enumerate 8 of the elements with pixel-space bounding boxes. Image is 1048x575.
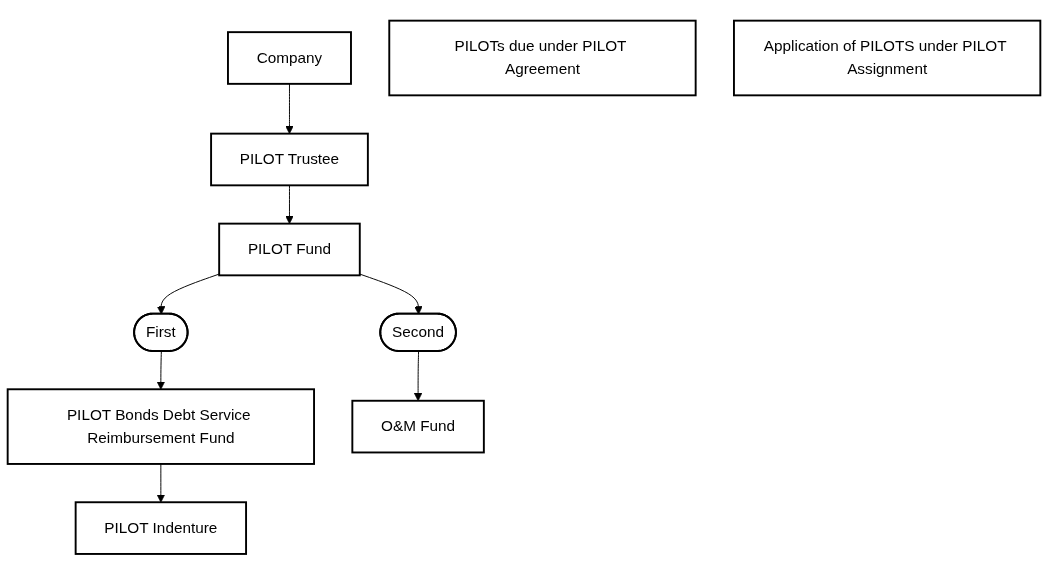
node-box: Application of PILOTS under PILOT Assignment [733,19,1042,97]
node-box: PILOT Bonds Debt Service Reimbursement Fund [6,388,315,466]
node-box: PILOT Fund [218,222,361,277]
node-box: Company [227,31,352,85]
node-box: O&M Fund [351,400,485,454]
node-box: PILOT Indenture [74,501,248,556]
node-box: PILOT Trustee [210,132,369,187]
node-box: PILOTs due under PILOT Agreement [388,19,697,97]
